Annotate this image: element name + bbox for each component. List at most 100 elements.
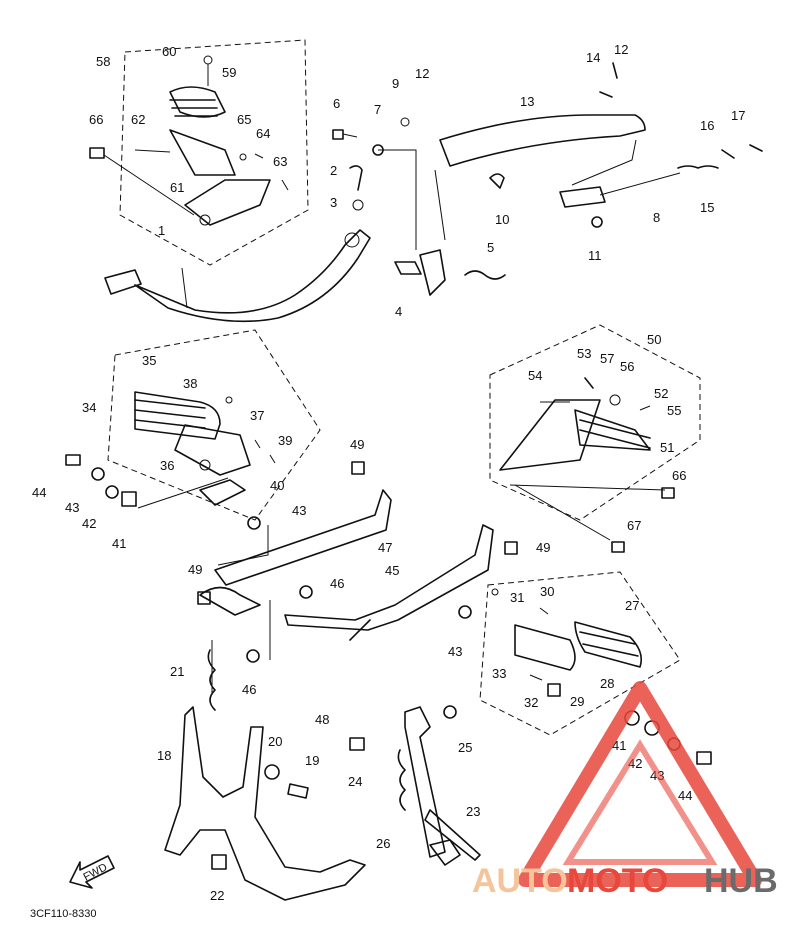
callout-56: 56 bbox=[620, 359, 634, 374]
callout-12a: 12 bbox=[415, 66, 429, 81]
callout-53: 53 bbox=[577, 346, 591, 361]
stand-frames bbox=[197, 461, 518, 663]
callout-64: 64 bbox=[256, 126, 270, 141]
callout-14: 14 bbox=[586, 50, 600, 65]
callout-29: 29 bbox=[570, 694, 584, 709]
callout-55: 55 bbox=[667, 403, 681, 418]
pivot-hardware bbox=[332, 129, 506, 296]
callout-52: 52 bbox=[654, 386, 668, 401]
callout-25: 25 bbox=[458, 740, 472, 755]
callout-41a: 41 bbox=[112, 536, 126, 551]
side-stand bbox=[349, 705, 481, 866]
callout-54: 54 bbox=[528, 368, 542, 383]
callout-67: 67 bbox=[627, 518, 641, 533]
callout-19: 19 bbox=[305, 753, 319, 768]
callout-16: 16 bbox=[700, 118, 714, 133]
group-27-box bbox=[479, 571, 681, 736]
callout-51: 51 bbox=[660, 440, 674, 455]
callout-27: 27 bbox=[625, 598, 639, 613]
callout-40: 40 bbox=[270, 478, 284, 493]
callout-66a: 66 bbox=[89, 112, 103, 127]
callout-3: 3 bbox=[330, 195, 337, 210]
fwd-label: FWD bbox=[82, 861, 110, 883]
callout-47: 47 bbox=[378, 540, 392, 555]
callout-28: 28 bbox=[600, 676, 614, 691]
callout-15: 15 bbox=[700, 200, 714, 215]
callout-43b: 43 bbox=[292, 503, 306, 518]
callout-labels: 1 2 3 4 5 6 7 8 9 10 11 12 12 13 14 15 1… bbox=[32, 42, 745, 903]
callout-61: 61 bbox=[170, 180, 184, 195]
fwd-arrow: FWD bbox=[69, 855, 115, 889]
callout-32: 32 bbox=[524, 695, 538, 710]
watermark-auto: AUTO bbox=[472, 862, 568, 900]
callout-59: 59 bbox=[222, 65, 236, 80]
callout-24: 24 bbox=[348, 774, 362, 789]
callout-7: 7 bbox=[374, 102, 381, 117]
callout-63: 63 bbox=[273, 154, 287, 169]
rear-footrest-50 bbox=[499, 377, 675, 553]
callout-18: 18 bbox=[157, 748, 171, 763]
callout-60: 60 bbox=[162, 44, 176, 59]
callout-2: 2 bbox=[330, 163, 337, 178]
callout-43a: 43 bbox=[65, 500, 79, 515]
callout-30: 30 bbox=[540, 584, 554, 599]
automotohub-watermark: AUTO MOTO HUB bbox=[472, 681, 778, 900]
group-50-box bbox=[489, 324, 701, 521]
callout-49b: 49 bbox=[536, 540, 550, 555]
callout-34: 34 bbox=[82, 400, 96, 415]
callout-49c: 49 bbox=[188, 562, 202, 577]
callout-50: 50 bbox=[647, 332, 661, 347]
callout-11: 11 bbox=[588, 248, 602, 263]
callout-23: 23 bbox=[466, 804, 480, 819]
group-58-box bbox=[119, 39, 309, 266]
callout-35: 35 bbox=[142, 353, 156, 368]
callout-20: 20 bbox=[268, 734, 282, 749]
callout-36: 36 bbox=[160, 458, 174, 473]
callout-49a: 49 bbox=[350, 437, 364, 452]
callout-37: 37 bbox=[250, 408, 264, 423]
callout-46b: 46 bbox=[242, 682, 256, 697]
callout-39: 39 bbox=[278, 433, 292, 448]
center-stand bbox=[164, 640, 366, 901]
callout-21: 21 bbox=[170, 664, 184, 679]
rear-footrest-left bbox=[89, 55, 289, 226]
callout-8: 8 bbox=[653, 210, 660, 225]
callout-48: 48 bbox=[315, 712, 329, 727]
callout-58: 58 bbox=[96, 54, 110, 69]
callout-26: 26 bbox=[376, 836, 390, 851]
part-code: 3CF110-8330 bbox=[30, 908, 96, 920]
watermark-triangle-icon bbox=[518, 681, 762, 887]
callout-6: 6 bbox=[333, 96, 340, 111]
brake-pedal bbox=[104, 229, 371, 323]
rear-footrest-34 bbox=[65, 391, 276, 530]
brake-rod bbox=[400, 62, 763, 228]
callout-45: 45 bbox=[385, 563, 399, 578]
callout-10: 10 bbox=[495, 212, 509, 227]
watermark-hub: HUB bbox=[704, 862, 778, 900]
callout-13: 13 bbox=[520, 94, 534, 109]
callout-12b: 12 bbox=[614, 42, 628, 57]
callout-17: 17 bbox=[731, 108, 745, 123]
callout-62: 62 bbox=[131, 112, 145, 127]
group-34-box bbox=[107, 329, 321, 521]
callout-22: 22 bbox=[210, 888, 224, 903]
callout-31: 31 bbox=[510, 590, 524, 605]
leader-lines bbox=[137, 139, 637, 660]
callout-65: 65 bbox=[237, 112, 251, 127]
callout-33: 33 bbox=[492, 666, 506, 681]
callout-1: 1 bbox=[158, 223, 165, 238]
callout-46a: 46 bbox=[330, 576, 344, 591]
callout-38: 38 bbox=[183, 376, 197, 391]
callout-5: 5 bbox=[487, 240, 494, 255]
callout-43c: 43 bbox=[448, 644, 462, 659]
callout-4: 4 bbox=[395, 304, 402, 319]
callout-9: 9 bbox=[392, 76, 399, 91]
callout-44b: 44 bbox=[678, 788, 692, 803]
callout-44a: 44 bbox=[32, 485, 46, 500]
watermark-moto: MOTO bbox=[567, 862, 668, 900]
callout-42a: 42 bbox=[82, 516, 96, 531]
callout-66b: 66 bbox=[672, 468, 686, 483]
callout-57: 57 bbox=[600, 351, 614, 366]
